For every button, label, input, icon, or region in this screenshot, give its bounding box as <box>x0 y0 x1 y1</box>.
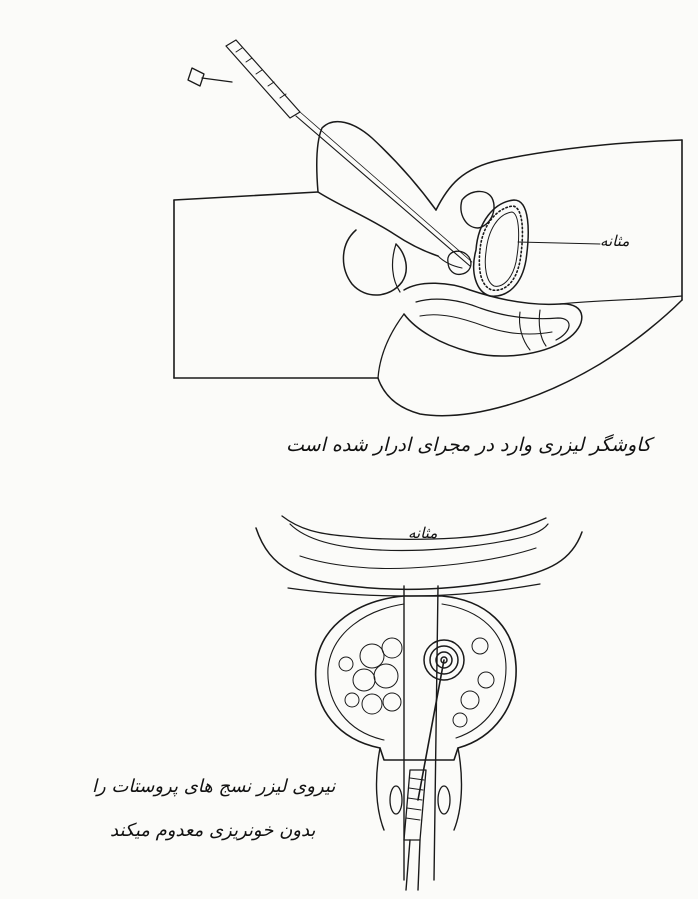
prostate-top <box>448 251 471 274</box>
urethra-right-wall <box>434 586 438 880</box>
sphincter-left <box>390 786 402 814</box>
bladder-label-top: مثانه <box>600 232 629 250</box>
prostate-capsule <box>316 596 516 760</box>
probe-handle <box>188 68 204 86</box>
sagittal-section-diagram <box>174 40 682 416</box>
bladder-outer-wall <box>474 200 529 296</box>
rectum-inner-2 <box>420 315 552 334</box>
bladder-inner-wall <box>485 212 518 286</box>
laser-probe-device <box>188 40 472 266</box>
rectum-inner-1 <box>416 299 569 340</box>
sacral-line <box>560 296 682 304</box>
cystoscope-shaft <box>406 840 420 890</box>
top-panel-caption: کاوشگر لیزری وارد در مجرای ادرار شده است <box>286 434 651 456</box>
perineum-line <box>378 314 404 378</box>
bladder-label-leader <box>518 242 600 244</box>
buttock-curve <box>378 300 682 416</box>
bottom-panel-caption-line2: بدون خونریزی معدوم میکند <box>110 820 315 841</box>
prostate-inner-capsule <box>328 604 506 740</box>
penis-upper-outline <box>317 122 436 210</box>
cystoscope-tip <box>404 770 426 840</box>
abdominal-wall <box>436 140 682 210</box>
laser-fiber-beam <box>418 660 444 800</box>
probe-connector <box>202 78 232 82</box>
probe-barrel-rings <box>236 48 286 98</box>
urethra-top <box>438 256 462 268</box>
bottom-panel-caption-line1: نیروی لیزر نسج های پروستات را <box>92 776 335 797</box>
bladder-label-bottom: مثانه <box>408 524 437 542</box>
sphincter-right <box>438 786 450 814</box>
frame-top-left <box>174 192 318 200</box>
bladder-base-inner-3 <box>300 548 536 569</box>
rectum-outer <box>404 283 582 356</box>
rectum-folds <box>519 310 546 350</box>
probe-fiber <box>296 116 470 266</box>
probe-fiber-inner <box>300 112 472 262</box>
penis-lower-outline <box>318 192 438 256</box>
prostate-nodules <box>339 638 494 727</box>
